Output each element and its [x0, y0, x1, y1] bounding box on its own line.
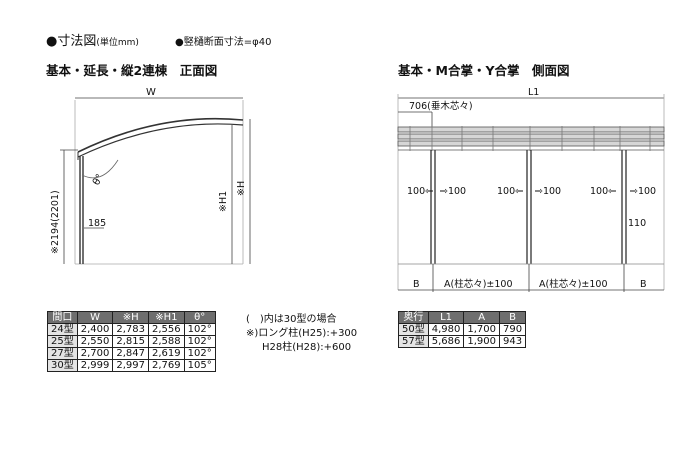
height-label: ※2194(2201)	[50, 190, 61, 254]
angle-label: θ°	[91, 172, 106, 187]
table-header-row: 奥行 L1 A B	[398, 311, 527, 324]
arrow-label-2: ⇨100	[440, 186, 466, 197]
side-view-title: 基本・M合掌・Y合掌 側面図	[398, 63, 570, 78]
arrow-label-3: 100⇦	[497, 186, 523, 197]
rafter-spacing-label: 706(垂木芯々)	[409, 100, 473, 112]
downspout-note: ●竪樋断面寸法=φ40	[175, 37, 272, 48]
angle-arc	[81, 159, 119, 179]
bottom-b-left: B	[413, 279, 420, 290]
l1-label: L1	[528, 87, 539, 98]
bottom-a-1: A(柱芯々)±100	[444, 278, 513, 290]
arrow-label-4: ⇨100	[535, 186, 561, 197]
dim-185-label: 185	[88, 218, 106, 229]
side-posts	[430, 150, 627, 264]
front-elevation-drawing	[60, 97, 251, 265]
unit-label: (単位mm)	[96, 38, 139, 48]
arrow-label-1: 100⇦	[407, 186, 433, 197]
arrow-label-6: ⇨100	[630, 186, 656, 197]
roof-beam	[77, 123, 244, 158]
page-heading: ●寸法図(単位mm)	[46, 34, 139, 49]
w-label: W	[146, 87, 156, 98]
dim-110-label: 110	[628, 218, 646, 229]
roof-panel	[77, 117, 244, 153]
front-view-title: 基本・延長・縦2連棟 正面図	[46, 63, 218, 78]
bottom-b-right: B	[640, 279, 647, 290]
side-labels: L1 706(垂木芯々) 100⇦ ⇨100 100⇦ ⇨100 100⇦ ⇨1…	[407, 87, 656, 290]
note-line-3: H28柱(H28):+600	[262, 342, 352, 353]
table-header-row: 間口 W ※H ※H1 θ°	[47, 311, 216, 324]
note-line-2: ※)ロング柱(H25):+300	[246, 328, 358, 339]
roof-band-top	[397, 126, 665, 133]
h1-label: ※H1	[218, 191, 229, 212]
bottom-a-2: A(柱芯々)±100	[539, 278, 608, 290]
h-label: ※H	[236, 181, 247, 196]
note-line-1: ( )内は30型の場合	[246, 314, 337, 325]
front-labels: W ※2194(2201) 185 ※H1 ※H θ°	[50, 87, 247, 254]
side-elevation-drawing	[397, 94, 665, 292]
arrow-label-5: 100⇦	[590, 186, 616, 197]
